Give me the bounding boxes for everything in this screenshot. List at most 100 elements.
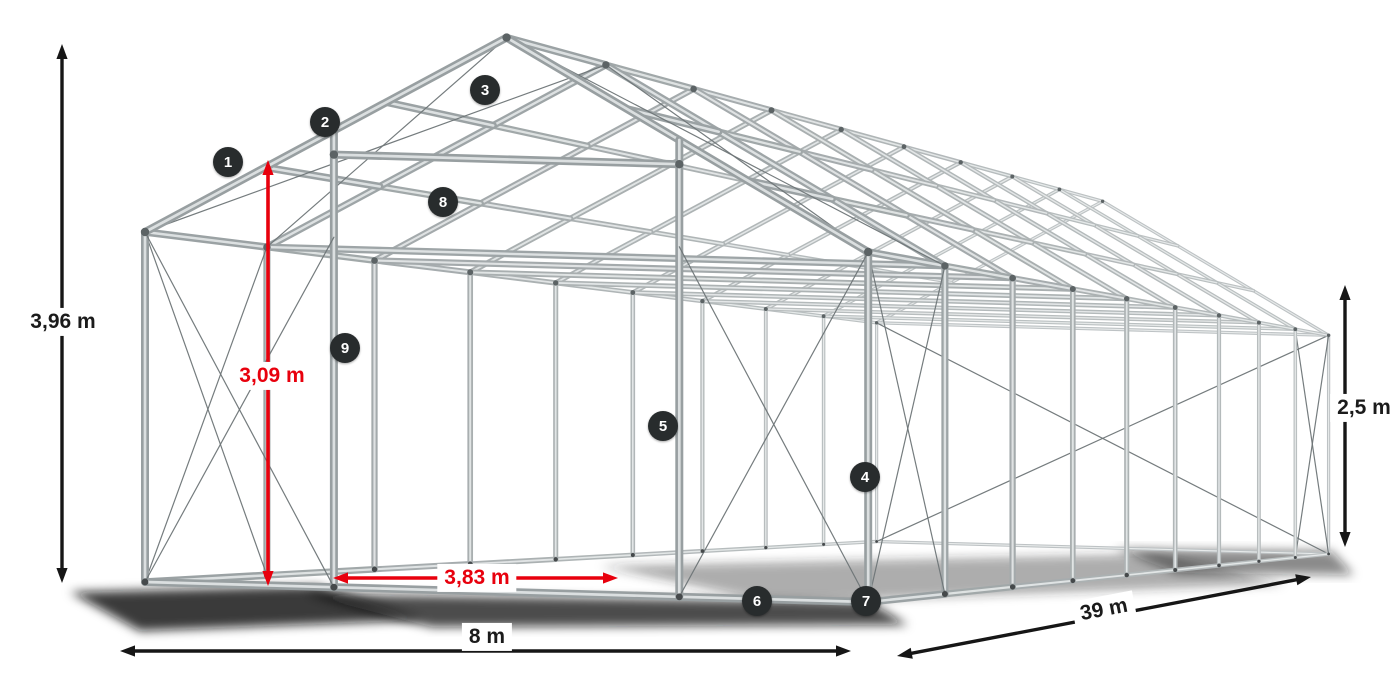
- frame-tube-highlight: [943, 585, 1014, 596]
- total-height-label: 3,96 m: [23, 307, 103, 337]
- frame-tube-highlight: [876, 540, 1330, 555]
- side-height-arrow-head: [1339, 532, 1351, 547]
- frame-tube-highlight: [822, 188, 1061, 317]
- ground-shadows: [70, 549, 1354, 631]
- frame-joint: [821, 314, 826, 319]
- frame-tube-highlight: [1058, 188, 1104, 202]
- frame-joint: [768, 107, 775, 114]
- frame-tube-highlight: [1102, 200, 1330, 336]
- brace-cable: [678, 246, 869, 603]
- part-marker-4[interactable]: 4: [850, 462, 880, 492]
- frame-tube-highlight: [1216, 282, 1255, 292]
- frame-foot: [941, 591, 948, 597]
- frame-tube-highlight: [971, 228, 1033, 244]
- frame-tube-highlight: [1132, 263, 1178, 275]
- frame-tube-highlight: [373, 259, 1014, 280]
- frame-tube-highlight: [765, 175, 1013, 310]
- width-label: 8 m: [461, 622, 513, 652]
- frame-tube-highlight: [765, 543, 825, 549]
- frame-joint: [553, 280, 559, 286]
- frame-joint: [371, 257, 378, 264]
- frame-tube-highlight: [798, 150, 873, 171]
- frame-tube-highlight: [692, 87, 773, 112]
- frame-tube-highlight: [1071, 288, 1128, 300]
- frame-tube-highlight: [554, 282, 1128, 300]
- frame-joint: [1256, 320, 1261, 325]
- frame-tube-highlight: [822, 315, 1296, 330]
- frame-tube-highlight: [569, 217, 652, 233]
- brace-cable: [867, 265, 946, 603]
- frame-tube-highlight: [876, 322, 1330, 336]
- inner-height-arrow-head: [262, 160, 274, 175]
- frame-foot: [764, 546, 768, 550]
- part-marker-9[interactable]: 9: [330, 333, 360, 363]
- frame-tube-highlight: [831, 197, 908, 217]
- frame-tube-highlight: [840, 128, 1128, 300]
- frame-tube-highlight: [960, 161, 1013, 178]
- frame-tube-highlight: [840, 128, 905, 148]
- frame-tube-highlight: [935, 184, 995, 202]
- frame-tube-highlight: [1011, 579, 1074, 588]
- frame-foot: [141, 578, 149, 586]
- frame-joint: [941, 262, 949, 270]
- frame-joint: [1216, 313, 1222, 318]
- part-marker-6[interactable]: 6: [742, 586, 772, 616]
- frame-joint: [1010, 174, 1015, 179]
- frame-tube-highlight: [1011, 277, 1074, 291]
- frame-foot: [1009, 584, 1016, 590]
- frame-joint: [467, 269, 474, 276]
- frame-foot: [875, 540, 878, 543]
- frame-tube-highlight: [1294, 328, 1330, 336]
- frame-foot: [700, 549, 705, 553]
- frame-tube-highlight: [492, 124, 589, 148]
- width-arrow-head: [836, 645, 851, 657]
- frame-foot: [675, 593, 683, 601]
- frame-joint: [630, 290, 636, 295]
- frame-joint: [602, 61, 610, 69]
- frame-tube-highlight: [1218, 560, 1260, 567]
- frame-tube-highlight: [1137, 235, 1179, 247]
- frame-joint: [838, 126, 844, 133]
- part-marker-8[interactable]: 8: [428, 187, 458, 217]
- frame-tube-highlight: [469, 558, 557, 565]
- part-marker-1[interactable]: 1: [213, 147, 243, 177]
- inner-width-arrow-head: [603, 572, 618, 584]
- frame-tube-highlight: [943, 264, 1014, 280]
- frame-tube-highlight: [1174, 306, 1220, 317]
- part-marker-7[interactable]: 7: [851, 586, 881, 616]
- frame-tube-highlight: [692, 87, 1014, 280]
- frame-joint: [1172, 305, 1178, 310]
- frame-tube-highlight: [1218, 314, 1260, 324]
- brace-cable: [266, 36, 508, 248]
- frame-joint: [675, 160, 684, 169]
- length-arrow-head: [897, 647, 913, 659]
- frame-foot: [1257, 559, 1261, 563]
- frame-tube-highlight: [1258, 321, 1296, 330]
- frame-tube-highlight: [1071, 574, 1128, 582]
- frame-tube-highlight: [1125, 569, 1177, 576]
- inner-width-label: 3,83 m: [437, 563, 517, 593]
- frame-tube-highlight: [903, 145, 962, 164]
- frame-tube-highlight: [505, 36, 870, 254]
- brace-cable: [144, 231, 268, 576]
- brace-cable: [506, 36, 946, 267]
- frame-tube-highlight: [143, 230, 269, 249]
- part-marker-2[interactable]: 2: [310, 107, 340, 137]
- part-marker-5[interactable]: 5: [648, 411, 678, 441]
- frame-tube-highlight: [746, 179, 834, 201]
- part-marker-3[interactable]: 3: [470, 75, 500, 105]
- inner-height-label: 3,09 m: [232, 361, 312, 391]
- frame-tube-highlight: [625, 107, 720, 133]
- frame-tube-highlight: [959, 161, 1220, 317]
- frame-joint: [502, 33, 511, 42]
- frame-tube-highlight: [1058, 188, 1296, 330]
- brace-cable: [144, 246, 268, 583]
- total-height-arrow-head: [56, 44, 68, 59]
- frame-joint: [1100, 199, 1105, 203]
- frame-joint: [864, 247, 873, 257]
- frame-tube-highlight: [479, 202, 572, 220]
- frame-foot: [1070, 578, 1076, 584]
- frame-tube-highlight: [701, 546, 767, 552]
